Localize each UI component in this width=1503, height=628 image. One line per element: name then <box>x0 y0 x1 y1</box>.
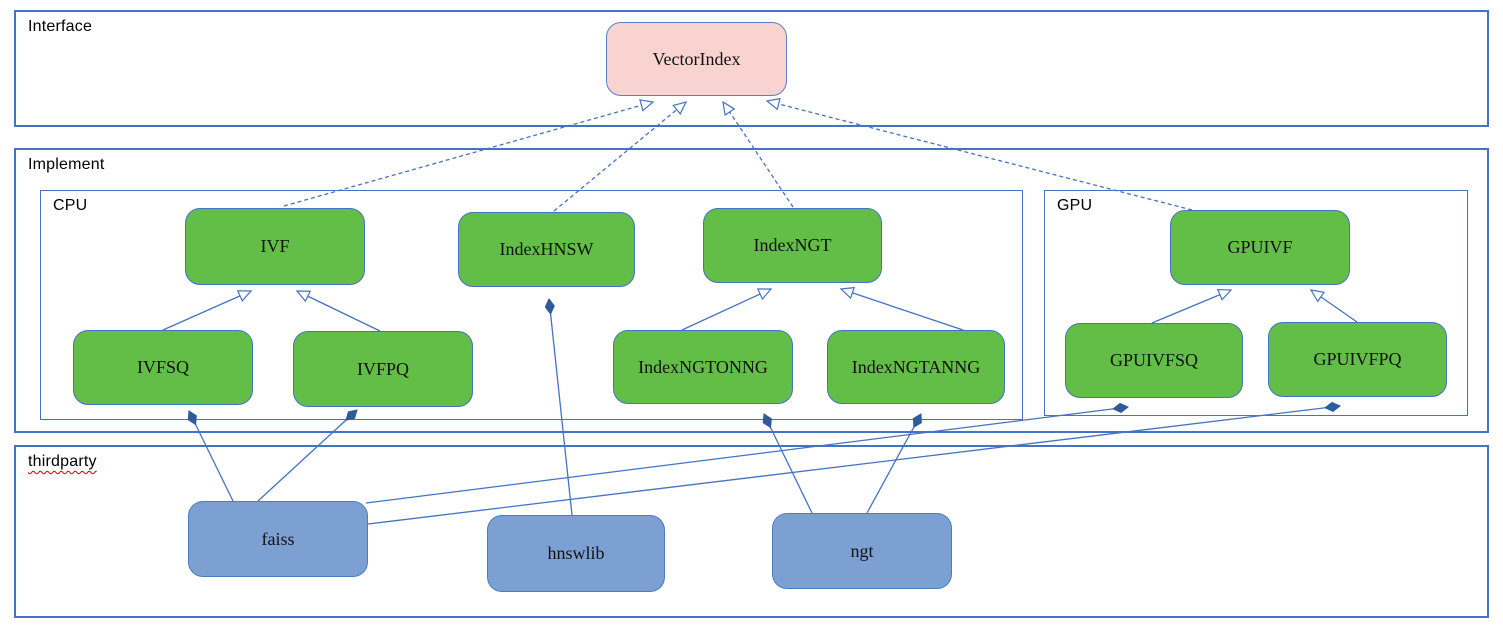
node-indexngt[interactable]: IndexNGT <box>703 208 882 283</box>
node-ngt-label: ngt <box>850 540 874 561</box>
node-ivfsq-label: IVFSQ <box>136 357 189 377</box>
node-indexhnsw[interactable]: IndexHNSW <box>458 212 635 287</box>
node-indexhnsw-label: IndexHNSW <box>499 239 594 259</box>
node-gpuivfpq[interactable]: GPUIVFPQ <box>1268 322 1447 397</box>
container-thirdparty-label: thirdparty <box>28 453 97 470</box>
node-gpuivfsq[interactable]: GPUIVFSQ <box>1065 323 1243 398</box>
node-ivfsq[interactable]: IVFSQ <box>73 330 253 405</box>
node-gpuivfsq-label: GPUIVFSQ <box>1109 350 1199 370</box>
node-hnswlib-label: hnswlib <box>547 543 605 563</box>
node-indexngt-label: IndexNGT <box>753 235 832 255</box>
node-ivf[interactable]: IVF <box>185 208 365 285</box>
container-implement-label: Implement <box>28 156 105 173</box>
node-faiss-label: faiss <box>261 528 295 549</box>
node-ivfpq-label: IVFPQ <box>356 358 409 379</box>
node-ngt[interactable]: ngt <box>772 513 952 589</box>
node-hnswlib[interactable]: hnswlib <box>487 515 665 592</box>
node-ivfpq[interactable]: IVFPQ <box>293 331 473 407</box>
container-gpu-label: GPU <box>1057 197 1093 214</box>
node-faiss[interactable]: faiss <box>188 501 368 577</box>
node-gpuivf-label: GPUIVF <box>1227 237 1293 257</box>
node-vectorindex-label: VectorIndex <box>652 48 741 69</box>
container-cpu-label: CPU <box>53 197 88 214</box>
node-gpuivfpq-label: GPUIVFPQ <box>1313 349 1402 369</box>
node-vectorindex[interactable]: VectorIndex <box>606 22 787 96</box>
node-gpuivf[interactable]: GPUIVF <box>1170 210 1350 285</box>
node-indexngtanng-label: IndexNGTANNG <box>851 356 981 377</box>
node-indexngtanng[interactable]: IndexNGTANNG <box>827 330 1005 404</box>
node-indexngtonng-label: IndexNGTONNG <box>638 356 768 377</box>
node-indexngtonng[interactable]: IndexNGTONNG <box>613 330 793 404</box>
node-ivf-label: IVF <box>260 236 290 256</box>
container-interface-label: Interface <box>28 18 93 35</box>
